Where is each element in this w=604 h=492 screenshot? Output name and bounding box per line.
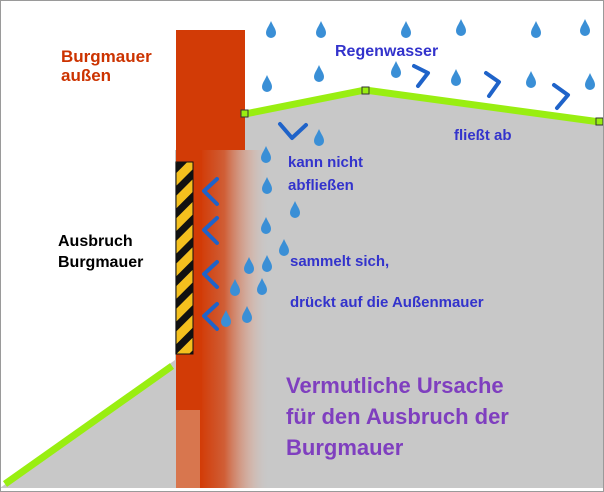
ground-fill xyxy=(0,90,604,488)
raindrop-icon xyxy=(401,21,411,38)
collapse-label-line2: Burgmauer xyxy=(58,254,143,271)
flows-off-label: fließt ab xyxy=(454,127,512,144)
handle-middle xyxy=(361,86,370,95)
chevron-right-icon xyxy=(412,64,430,88)
chevron-left-icon xyxy=(202,260,219,289)
chevron-down-icon xyxy=(278,122,308,140)
raindrop-icon xyxy=(585,73,595,90)
raindrop-icon xyxy=(526,71,536,88)
ground-slope-line xyxy=(2,363,175,487)
chevron-left-icon xyxy=(202,216,219,245)
wall-outside-label-line1: Burgmauer xyxy=(61,47,152,66)
raindrop-icon xyxy=(456,19,466,36)
raindrop-icon xyxy=(531,21,541,38)
raindrop-icon xyxy=(314,65,324,82)
raindrop-icon xyxy=(316,21,326,38)
handle-left xyxy=(240,109,249,118)
chevron-left-icon xyxy=(202,177,219,206)
presses-label: drückt auf die Außenmauer xyxy=(290,294,484,311)
hazard-stripes-icon xyxy=(175,161,194,355)
soaked-zone xyxy=(200,150,270,488)
collects-label: sammelt sich, xyxy=(290,253,389,270)
raindrop-icon xyxy=(451,69,461,86)
chevron-left-icon xyxy=(202,302,219,331)
outer-wall xyxy=(176,30,245,150)
raindrop-icon xyxy=(391,61,401,78)
chevron-right-icon xyxy=(484,71,501,98)
wall-base xyxy=(176,410,200,488)
cause-title-line1: Vermutliche Ursache xyxy=(286,373,504,398)
collapse-label-line1: Ausbruch xyxy=(58,233,133,250)
cannot-drain-label-line1: kann nicht xyxy=(288,154,363,171)
cause-title-line2: für den Ausbruch der xyxy=(286,404,509,429)
wall-outside-label-line2: außen xyxy=(61,66,111,85)
raindrop-icon xyxy=(580,19,590,36)
raindrop-icon xyxy=(262,75,272,92)
cause-title-line3: Burgmauer xyxy=(286,435,404,460)
rainwater-label: Regenwasser xyxy=(335,43,438,60)
handle-right xyxy=(595,117,604,126)
raindrop-icon xyxy=(266,21,276,38)
cannot-drain-label-line2: abfließen xyxy=(288,177,354,194)
chevron-right-icon xyxy=(552,83,570,110)
